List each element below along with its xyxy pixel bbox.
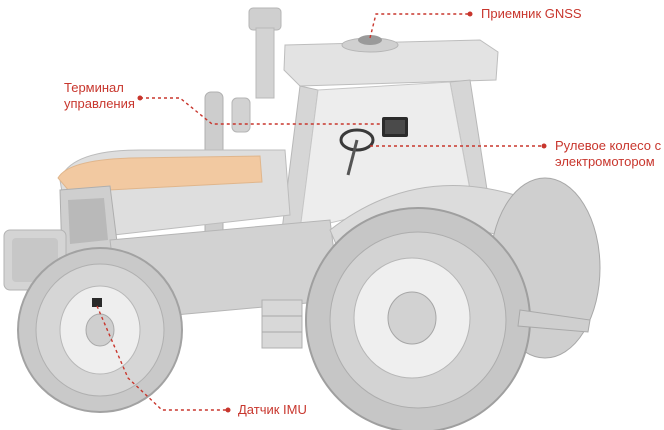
callout-leaders [96, 11, 547, 413]
imu-sensor-label: Датчик IMU [238, 402, 307, 418]
gnss-receiver-text: Приемник GNSS [481, 6, 582, 21]
terminal-leader-dot [137, 95, 143, 101]
tractor-illustration [3, 7, 601, 430]
gnss-leader-dot [467, 11, 473, 17]
steering-wheel-line1: Рулевое колесо с [555, 138, 662, 153]
steering-wheel-line2: электромотором [555, 154, 655, 169]
gnss-leader [369, 13, 470, 39]
steering-wheel-label: Рулевое колесо с электромотором [555, 138, 661, 170]
imu-leader [96, 305, 228, 411]
control-terminal-line1: Терминал [64, 80, 124, 95]
imu-sensor-text: Датчик IMU [238, 402, 307, 417]
steering-leader-dot [541, 143, 547, 149]
control-terminal-line2: управления [64, 96, 135, 111]
control-terminal-label: Терминал управления [64, 80, 135, 112]
gnss-receiver-label: Приемник GNSS [481, 6, 582, 22]
imu-leader-dot [225, 407, 231, 413]
terminal-leader [140, 97, 382, 125]
